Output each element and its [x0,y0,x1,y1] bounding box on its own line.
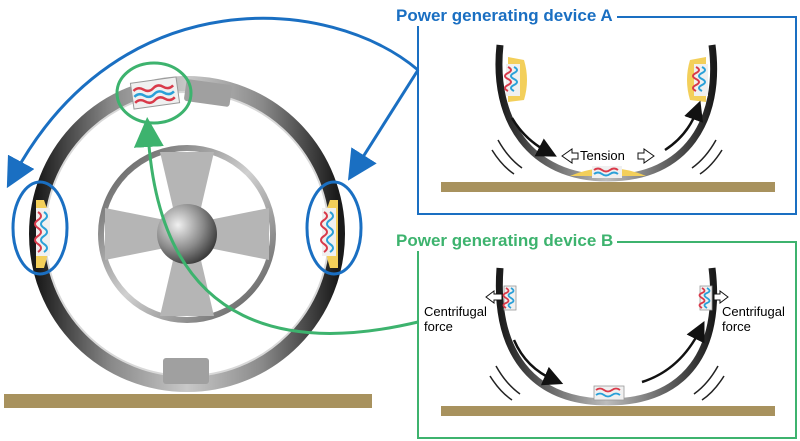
generator-top [129,76,181,110]
wheel-ground [4,394,372,408]
highlight-right-generator [305,180,363,276]
panel-a-generator-left [504,57,527,102]
highlight-left-generator [11,180,69,276]
panel-a-motion-arrow-left [510,117,557,157]
wheel-hub [157,204,217,264]
panel-b-ground [441,406,775,416]
centrifugal-force-right-line2: force [722,319,751,334]
centrifugal-force-left-line1: Centrifugal [424,304,487,319]
panel-a-vibration-left [491,139,523,175]
blue-connector-to-right [347,69,420,181]
panel-b-motion-arrow-right [641,321,705,384]
panel-b-generator-left [502,285,517,311]
panel-b-generator-bottom [593,385,625,401]
right-arrow-icon [713,290,729,304]
panel-a-generator-bottom [570,166,646,178]
panel-a-generator-right [687,57,708,102]
panel-b-motion-arrow-left [512,339,564,386]
panel-a-title: Power generating device A [392,6,617,26]
panel-b-vibration-left [489,365,521,401]
generator-left [34,200,50,268]
panel-b-vibration-right [693,365,725,401]
blue-connector-to-left [6,16,419,189]
panel-a-ground [441,182,775,192]
wheel-spokes [105,152,269,316]
generator-right [320,200,338,268]
panel-a-motion-arrow-right [664,100,704,152]
panel-a-vibration-right [691,139,723,175]
left-arrow-icon [485,290,503,304]
wheel [29,76,345,392]
double-arrow-icon [561,148,655,164]
centrifugal-force-left-line2: force [424,319,453,334]
green-connector [133,117,419,335]
panel-b-belt [495,267,718,406]
panel-b-title: Power generating device B [392,231,618,251]
centrifugal-force-right-line1: Centrifugal [722,304,785,319]
tension-label: Tension [580,148,625,163]
centrifugal-force-label-left: Centrifugal force [424,304,487,334]
centrifugal-force-label-right: Centrifugal force [722,304,785,334]
panel-b-generator-right [698,285,713,311]
